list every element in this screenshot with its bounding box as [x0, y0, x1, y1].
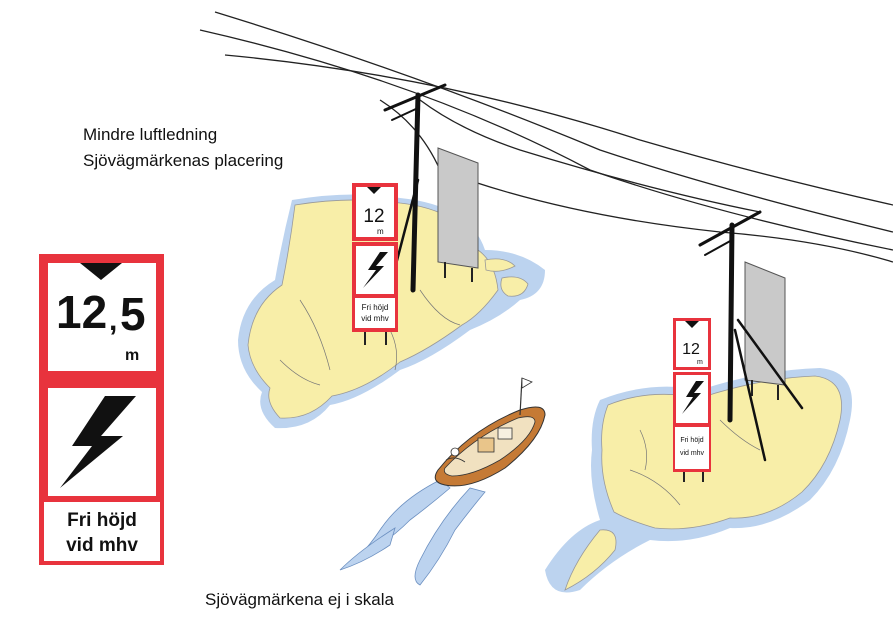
right-board	[744, 261, 786, 400]
left-sign-text-1: Fri höjd	[362, 303, 389, 312]
right-pole	[698, 210, 804, 462]
large-sign-text-1: Fri höjd	[67, 510, 137, 531]
large-height-sign: 12 , 5 m	[39, 254, 164, 380]
right-sign-height: 12	[682, 341, 700, 358]
caption-title: Mindre luftledning	[83, 125, 218, 144]
triangle-pointer-icon	[80, 263, 122, 280]
left-pole	[383, 83, 447, 293]
left-island-sign: 12 m Fri höjd vid mhv	[352, 183, 398, 345]
right-island	[601, 375, 842, 530]
boat	[434, 377, 546, 487]
large-sign-height-value: 12	[56, 286, 107, 338]
left-sign-unit: m	[377, 227, 384, 236]
left-sign-height: 12	[363, 206, 384, 227]
right-sign-text-1: Fri höjd	[680, 437, 703, 444]
large-sign-unit: m	[125, 347, 139, 364]
right-island-cracks	[629, 419, 761, 506]
left-board	[437, 147, 479, 282]
right-sign-unit: m	[697, 359, 703, 366]
left-island-cracks	[279, 289, 461, 386]
left-islet-2	[484, 258, 516, 272]
large-sign-text-2: vid mhv	[66, 535, 138, 556]
large-sign-height-decimal: 5	[120, 288, 146, 340]
caption-subtitle: Sjövägmärkenas placering	[83, 151, 284, 170]
large-sign-separator: ,	[109, 304, 117, 337]
large-warning-sign: Fri höjd vid mhv	[39, 379, 164, 565]
caption-footer: Sjövägmärkena ej i skala	[205, 590, 394, 609]
lightning-bolt-icon	[60, 396, 136, 488]
right-islet	[564, 529, 617, 591]
power-line-wires	[199, 11, 893, 263]
left-sign-text-2: vid mhv	[361, 314, 389, 323]
boat-wake	[339, 479, 486, 586]
right-sign-text-2: vid mhv	[680, 450, 705, 457]
right-island-sign: 12 m Fri höjd vid mhv	[673, 318, 711, 482]
left-islet	[500, 276, 529, 297]
